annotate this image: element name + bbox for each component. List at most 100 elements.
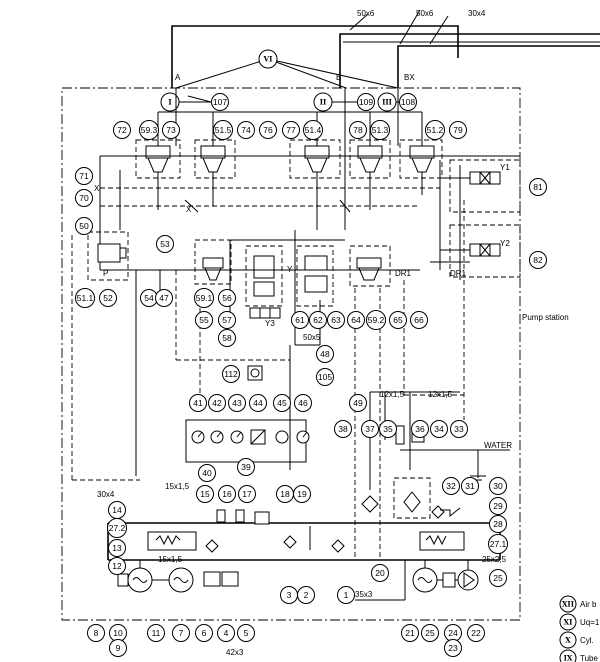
pipe-label-d: 50x5 (303, 333, 321, 342)
balloon-78: 78 (349, 121, 367, 139)
balloon-39: 39 (237, 458, 255, 476)
balloon-74: 74 (237, 121, 255, 139)
balloon-51.1: 51.1 (75, 288, 95, 308)
balloon-17: 17 (238, 485, 256, 503)
balloon-32: 32 (442, 477, 460, 495)
roman-ii: II (313, 92, 333, 112)
balloon-21: 21 (401, 624, 419, 642)
svg-text:III: III (382, 98, 392, 107)
svg-text:59.2: 59.2 (368, 315, 385, 325)
svg-text:51.4: 51.4 (305, 125, 322, 135)
balloon-18: 18 (276, 485, 294, 503)
svg-text:12: 12 (112, 561, 122, 571)
svg-text:66: 66 (414, 315, 424, 325)
balloon-25: 25 (421, 624, 439, 642)
balloon-27.2: 27.2 (107, 518, 127, 538)
balloon-5: 5 (237, 624, 255, 642)
pipe-label-i: 15x1,5 (158, 555, 183, 564)
balloon-70: 70 (75, 189, 93, 207)
balloon-45: 45 (273, 394, 291, 412)
pipe-label-f: 12x1,5 (428, 390, 453, 399)
pipe-label-c: 30x4 (468, 9, 486, 18)
svg-text:112: 112 (224, 369, 238, 379)
svg-text:71: 71 (79, 171, 89, 181)
svg-text:36: 36 (415, 424, 425, 434)
svg-text:74: 74 (241, 125, 251, 135)
svg-text:29: 29 (493, 501, 503, 511)
balloon-15: 15 (196, 485, 214, 503)
balloon-11: 11 (147, 624, 165, 642)
balloon-64: 64 (347, 311, 365, 329)
port-y3: Y3 (265, 319, 275, 328)
port-y1: Y1 (500, 163, 510, 172)
port-a: A (175, 73, 181, 82)
svg-text:37: 37 (365, 424, 375, 434)
svg-text:VI: VI (263, 55, 273, 64)
port-x-mid: X (186, 205, 192, 214)
svg-text:35: 35 (383, 424, 393, 434)
balloon-59.2: 59.2 (366, 310, 386, 330)
svg-text:47: 47 (159, 293, 169, 303)
balloon-112: 112 (222, 365, 240, 383)
svg-text:82: 82 (533, 255, 543, 265)
balloon-24: 24 (444, 624, 462, 642)
balloon-63: 63 (327, 311, 345, 329)
pipe-label-j: 25x2,5 (482, 555, 507, 564)
balloon-40: 40 (198, 464, 216, 482)
svg-text:50: 50 (79, 221, 89, 231)
svg-text:5: 5 (244, 628, 249, 638)
svg-text:105: 105 (318, 372, 332, 382)
balloon-73: 73 (162, 121, 180, 139)
balloon-30: 30 (489, 477, 507, 495)
svg-text:33: 33 (454, 424, 464, 434)
balloon-8: 8 (87, 624, 105, 642)
pipe-label-b: 50x6 (416, 9, 434, 18)
balloon-31: 31 (461, 477, 479, 495)
svg-text:72: 72 (117, 125, 127, 135)
svg-text:10: 10 (113, 628, 123, 638)
svg-text:11: 11 (152, 628, 161, 638)
svg-text:16: 16 (222, 489, 232, 499)
svg-text:X: X (565, 636, 571, 645)
balloon-3: 3 (280, 586, 298, 604)
upper-valve-row (99, 88, 520, 270)
svg-text:XI: XI (564, 618, 573, 627)
balloon-81: 81 (529, 178, 547, 196)
balloon-41: 41 (189, 394, 207, 412)
svg-text:79: 79 (453, 125, 463, 135)
balloon-53: 53 (156, 235, 174, 253)
middle-valve-block (71, 200, 465, 560)
svg-text:48: 48 (320, 349, 330, 359)
balloon-50: 50 (75, 217, 93, 235)
balloon-42: 42 (208, 394, 226, 412)
port-p: P (103, 269, 108, 278)
svg-text:55: 55 (199, 315, 209, 325)
balloon-22: 22 (467, 624, 485, 642)
svg-text:Tube: Tube (580, 654, 598, 662)
balloon-51.3: 51.3 (370, 120, 390, 140)
balloon-48: 48 (316, 345, 334, 363)
svg-text:20: 20 (375, 568, 385, 578)
legend: XII Air b XI Uq=1 X Cyl. IX Tube (559, 595, 600, 662)
svg-text:28: 28 (493, 519, 503, 529)
svg-text:32: 32 (446, 481, 456, 491)
svg-text:IX: IX (564, 654, 573, 662)
balloon-61: 61 (291, 311, 309, 329)
pump-station-label: Pump station (522, 313, 569, 322)
balloon-57: 57 (218, 311, 236, 329)
balloon-51.5: 51.5 (213, 120, 233, 140)
balloon-51.4: 51.4 (303, 120, 323, 140)
port-dr1-mid: DR1 (395, 269, 412, 278)
svg-text:3: 3 (287, 590, 292, 600)
balloon-13: 13 (108, 539, 126, 557)
balloon-2: 2 (297, 586, 315, 604)
svg-text:25: 25 (493, 573, 503, 583)
svg-text:Air b: Air b (580, 600, 597, 609)
pipe-label-g: 30x4 (97, 490, 115, 499)
svg-text:62: 62 (313, 315, 323, 325)
svg-text:14: 14 (112, 505, 122, 515)
balloon-36: 36 (411, 420, 429, 438)
svg-text:51.1: 51.1 (77, 293, 94, 303)
roman-iii: III (377, 92, 397, 112)
svg-text:70: 70 (79, 193, 89, 203)
